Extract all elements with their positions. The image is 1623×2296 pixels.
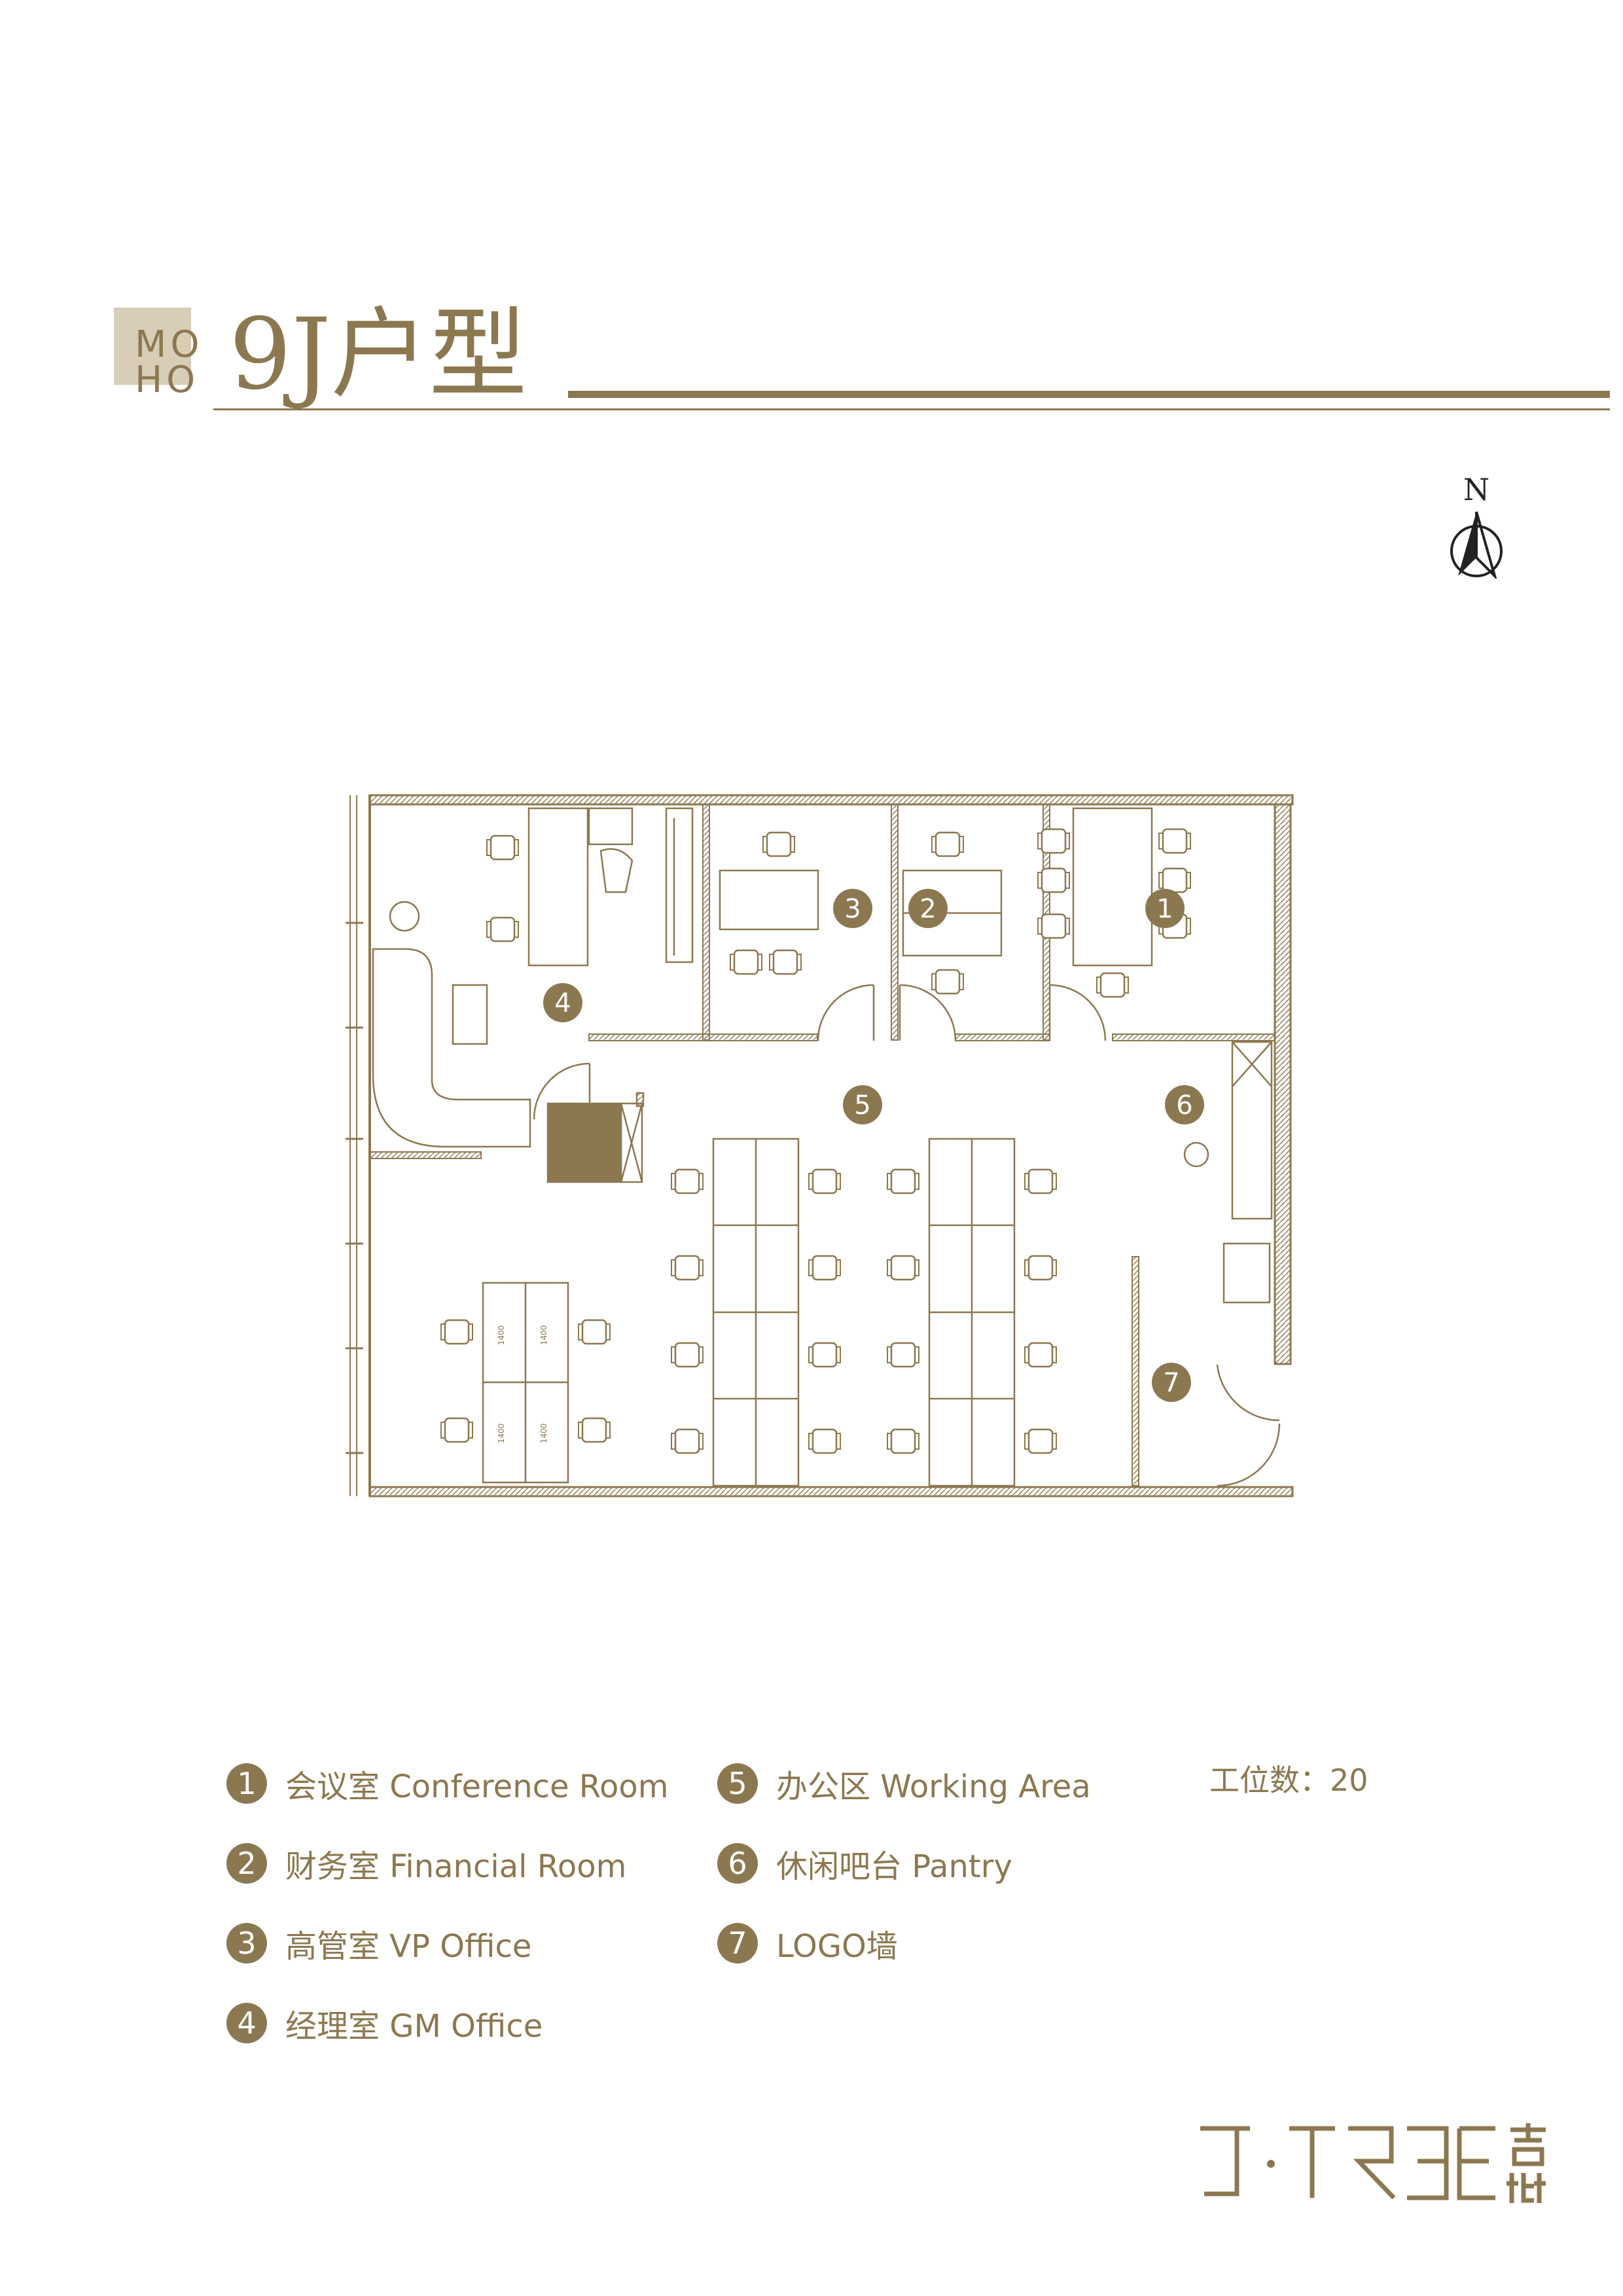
conference-room-furniture [1037,807,1192,998]
brand-block [114,308,191,385]
legend-label-3: 高管室 VP Office [285,1928,532,1965]
room-marker-5: 5 [854,1090,870,1121]
desk-dim-2: 1400 [539,1325,548,1346]
workstation-count: 工位数：20 [1209,1763,1368,1798]
outer-walls [346,794,1294,1498]
gm-office-furniture [372,807,694,1183]
room-marker-3: 3 [844,894,861,924]
legend-item-2: 2 财务室 Financial Room [226,1840,626,1886]
page-title: 9J户型 [229,298,527,412]
legend-num-1: 1 [226,1763,267,1804]
brand-mark-top: MO [135,323,204,366]
desk-dim-1: 1400 [497,1325,506,1346]
legend-label-1: 会议室 Conference Room [285,1768,669,1805]
legend-label-5: 办公区 Working Area [776,1768,1091,1805]
legend-num-7: 7 [717,1923,758,1964]
legend-num-4: 4 [226,2003,267,2043]
legend-item-4: 4 经理室 GM Office [226,2000,543,2046]
compass-label: N [1463,474,1489,507]
room-marker-2: 2 [919,894,936,924]
brand-mark-bottom: HO [135,359,200,401]
legend-num-6: 6 [717,1843,758,1884]
legend-num-2: 2 [226,1843,267,1884]
room-marker-7: 7 [1163,1368,1179,1398]
jtree-logo [1200,2123,1546,2203]
legend-num-5: 5 [717,1763,758,1804]
legend-item-5: 5 办公区 Working Area [717,1761,1091,1806]
legend-label-4: 经理室 GM Office [285,2008,543,2045]
vp-office-furniture [719,831,819,975]
room-marker-1: 1 [1156,894,1173,924]
floor-plan: 1400 1400 1400 1400 1 2 3 4 5 6 7 [346,794,1294,1498]
pantry-furniture [1183,1041,1273,1304]
legend-item-1: 1 会议室 Conference Room [226,1761,669,1806]
legend-item-3: 3 高管室 VP Office [226,1920,531,1966]
legend-item-6: 6 休闲吧台 Pantry [717,1840,1012,1886]
desk-dim-4: 1400 [539,1424,548,1444]
room-markers: 1 2 3 4 5 6 7 [543,889,1204,1402]
legend-item-7: 7 LOGO墙 [717,1920,898,1966]
legend-label-7: LOGO墙 [776,1928,898,1965]
north-arrow-icon: N [1450,474,1503,579]
room-marker-4: 4 [554,988,571,1018]
title-rule-thick [568,391,1610,398]
desk-dim-3: 1400 [497,1424,506,1444]
working-area-desks [440,1138,1058,1487]
legend-label-2: 财务室 Financial Room [285,1848,627,1885]
legend-label-6: 休闲吧台 Pantry [776,1848,1012,1885]
brand-mark: MO HO [135,323,204,401]
title-rule-thin [213,408,1610,410]
desk-dimensions: 1400 1400 1400 1400 [497,1325,548,1444]
door-swings [533,984,1281,1487]
room-marker-6: 6 [1176,1090,1192,1121]
legend-num-3: 3 [226,1923,267,1964]
